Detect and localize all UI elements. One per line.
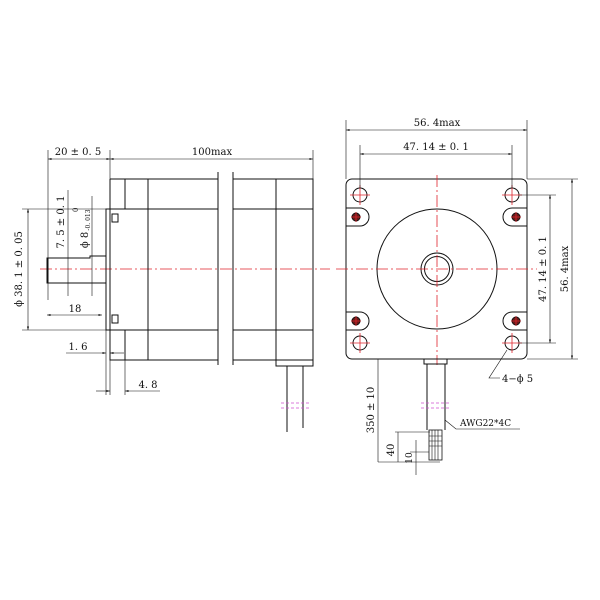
- side-cable: [281, 366, 309, 432]
- dim-holes: 4−ϕ 5: [502, 374, 533, 385]
- dim-pilot-dia: ϕ 38. 1 ± 0. 05: [14, 231, 25, 307]
- front-cable: [421, 358, 451, 461]
- front-dimensions: 56. 4max 47. 14 ± 0. 1 47. 14 ± 0. 1 56.…: [345, 118, 578, 475]
- motor-body: [109, 172, 314, 367]
- screws: [346, 207, 527, 331]
- dim-strip-10: 10: [405, 452, 415, 464]
- bearing-mark-bottom: [111, 314, 119, 324]
- mounting-holes: [350, 185, 522, 353]
- dim-20: 20 ± 0. 5: [55, 147, 102, 158]
- dim-shaft-tol-upper: 0: [72, 208, 80, 212]
- cable-spec: AWG22*4C: [459, 419, 511, 429]
- dim-flat: 7. 5 ± 0. 1: [56, 196, 67, 249]
- side-view: 20 ± 0. 5 100max ϕ 38. 1 ± 0. 05 7. 5 ± …: [14, 147, 330, 432]
- front-view: 56. 4max 47. 14 ± 0. 1 47. 14 ± 0. 1 56.…: [336, 118, 578, 475]
- dim-width: 56. 4max: [414, 118, 461, 129]
- shaft: [46, 255, 107, 284]
- dim-height: 56. 4max: [560, 245, 571, 292]
- side-dimensions: 20 ± 0. 5 100max ϕ 38. 1 ± 0. 05 7. 5 ± …: [14, 147, 314, 395]
- dim-shaft-dia: ϕ 8: [80, 232, 91, 248]
- dim-shaft-tol-lower: -0. 013: [85, 209, 92, 230]
- dim-1-6: 1. 6: [68, 342, 87, 353]
- bearing-mark-top: [111, 213, 119, 223]
- dim-4-8: 4. 8: [138, 380, 157, 391]
- dim-100max: 100max: [192, 147, 233, 158]
- dim-18: 18: [69, 304, 82, 315]
- pilot-flange: [105, 208, 111, 331]
- dim-hole-spacing-v: 47. 14 ± 0. 1: [538, 236, 549, 302]
- dim-strip-40: 40: [386, 444, 397, 457]
- dim-cable-length: 350 ± 10: [366, 387, 377, 434]
- dim-hole-spacing-h: 47. 14 ± 0. 1: [403, 142, 469, 153]
- wire-ends: [428, 429, 443, 461]
